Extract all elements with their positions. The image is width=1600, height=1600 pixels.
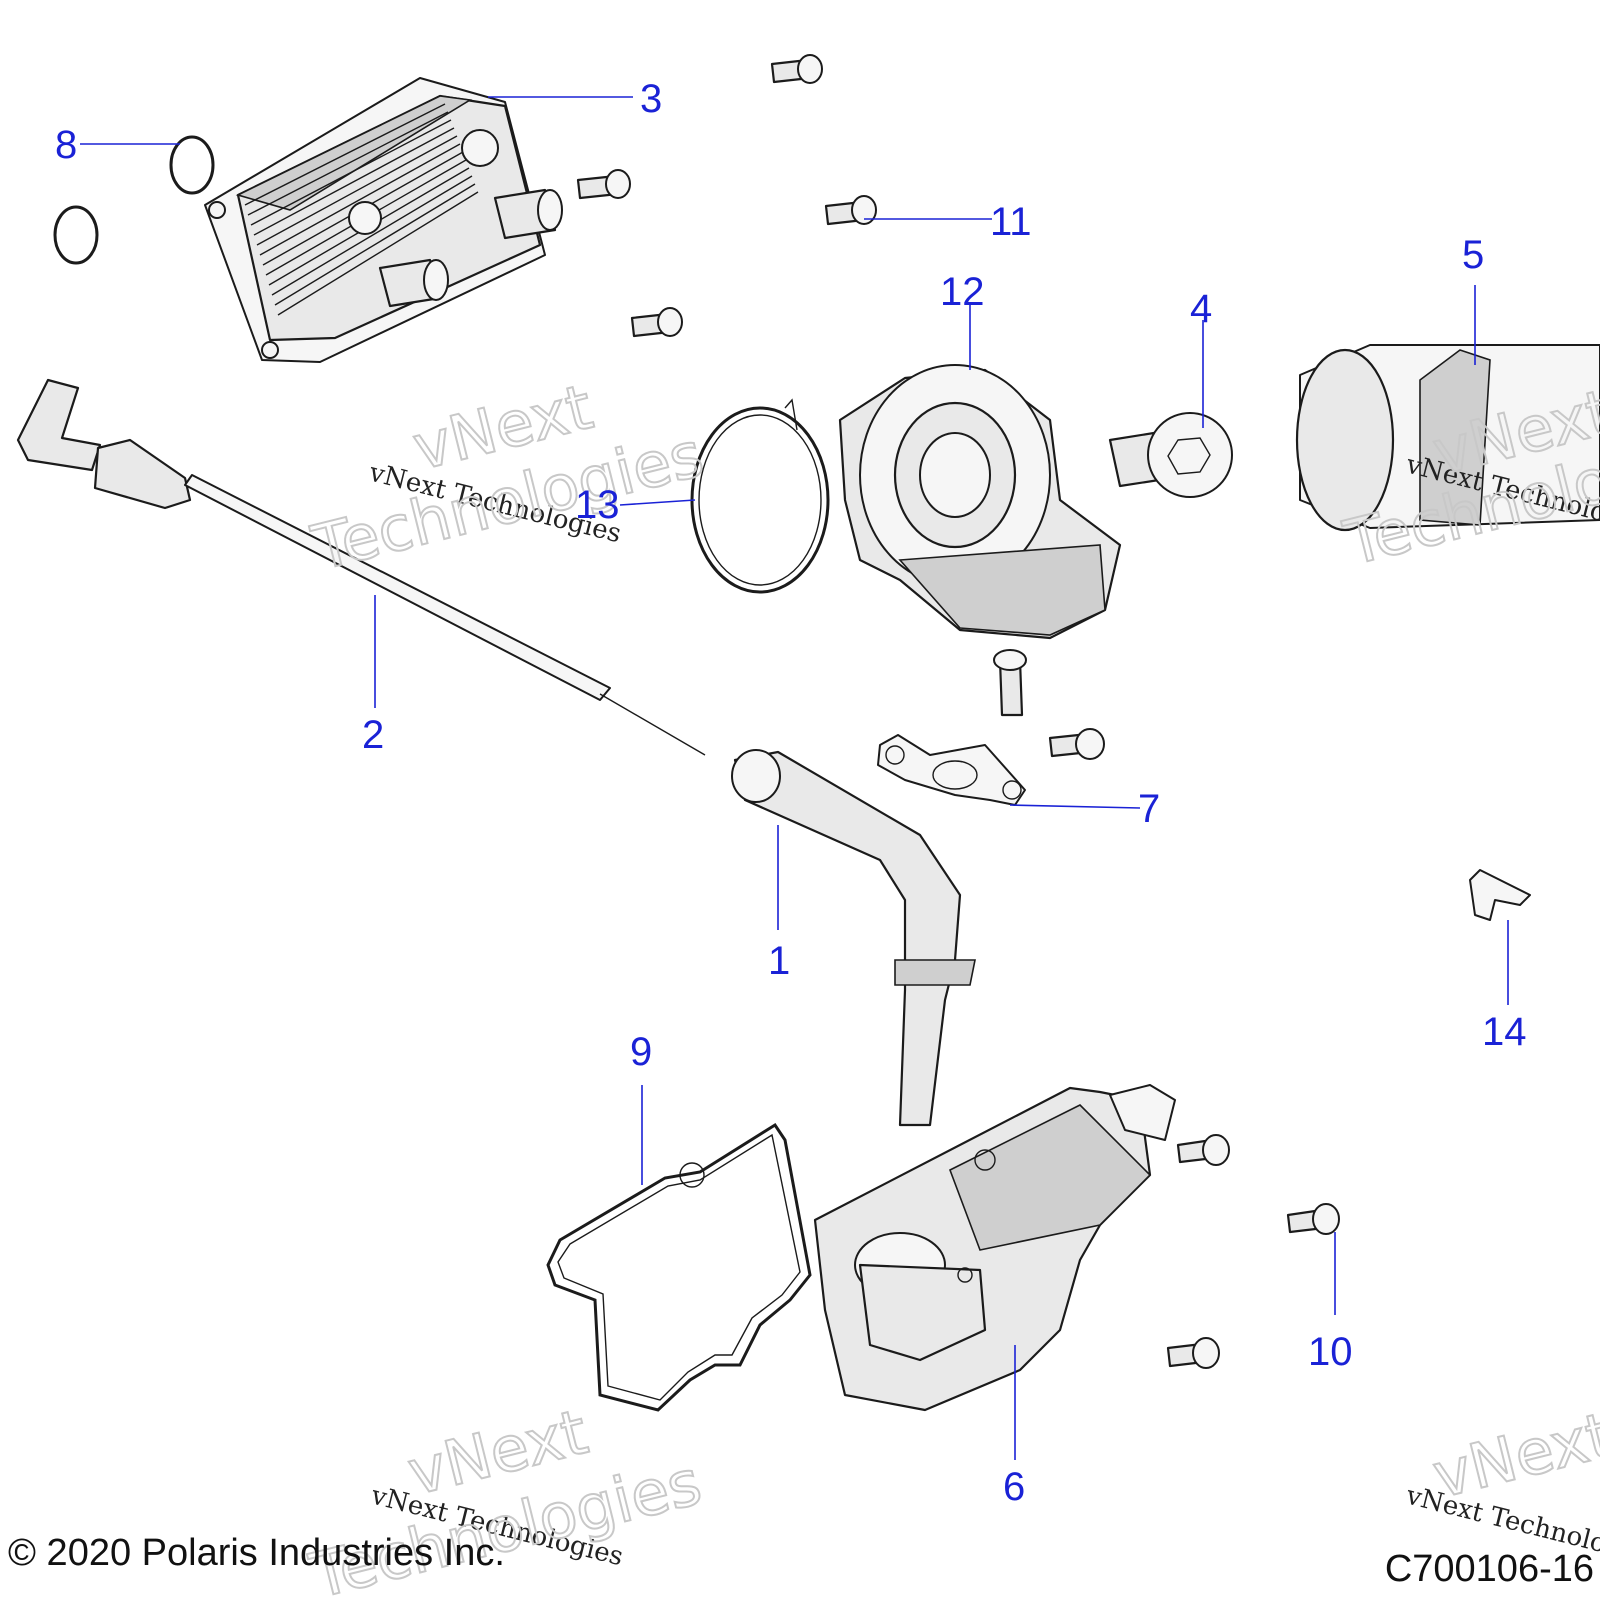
oil-cooler-part <box>204 77 563 363</box>
bolt-part <box>993 649 1105 760</box>
dipstick-part <box>16 378 706 756</box>
hollow-bolt-part <box>1108 412 1233 498</box>
cover-gasket-part <box>546 1122 812 1412</box>
oil-filter-part <box>1295 344 1600 532</box>
callout-13: 13 <box>575 483 620 527</box>
callout-10: 10 <box>1308 1330 1353 1374</box>
callout-9: 9 <box>630 1030 652 1074</box>
leader-lines <box>80 96 1509 1460</box>
callout-2: 2 <box>362 713 384 757</box>
callout-5: 5 <box>1462 233 1484 277</box>
flange-gasket-part <box>877 734 1026 806</box>
cap-part <box>1469 869 1531 921</box>
callout-8: 8 <box>55 123 77 167</box>
bolt-part <box>576 54 877 338</box>
bolt-part <box>1166 1134 1340 1369</box>
callout-12: 12 <box>940 270 985 314</box>
callout-7: 7 <box>1138 787 1160 831</box>
callout-1: 1 <box>768 939 790 983</box>
filter-adapter-part <box>838 364 1122 640</box>
pipe-part <box>731 749 976 1127</box>
callout-14: 14 <box>1482 1010 1527 1054</box>
o-ring-part <box>53 135 215 265</box>
housing-part <box>813 1084 1176 1412</box>
ring-gasket-part <box>690 398 830 594</box>
callout-11: 11 <box>990 200 1032 244</box>
svg-text:vNext: vNext <box>1426 1398 1600 1513</box>
callout-6: 6 <box>1003 1465 1025 1509</box>
callout-4: 4 <box>1190 287 1212 331</box>
callout-3: 3 <box>640 77 662 121</box>
copyright-notice: © 2020 Polaris Industries Inc. <box>8 1532 505 1574</box>
figure-code: C700106-16 <box>1384 1548 1594 1590</box>
